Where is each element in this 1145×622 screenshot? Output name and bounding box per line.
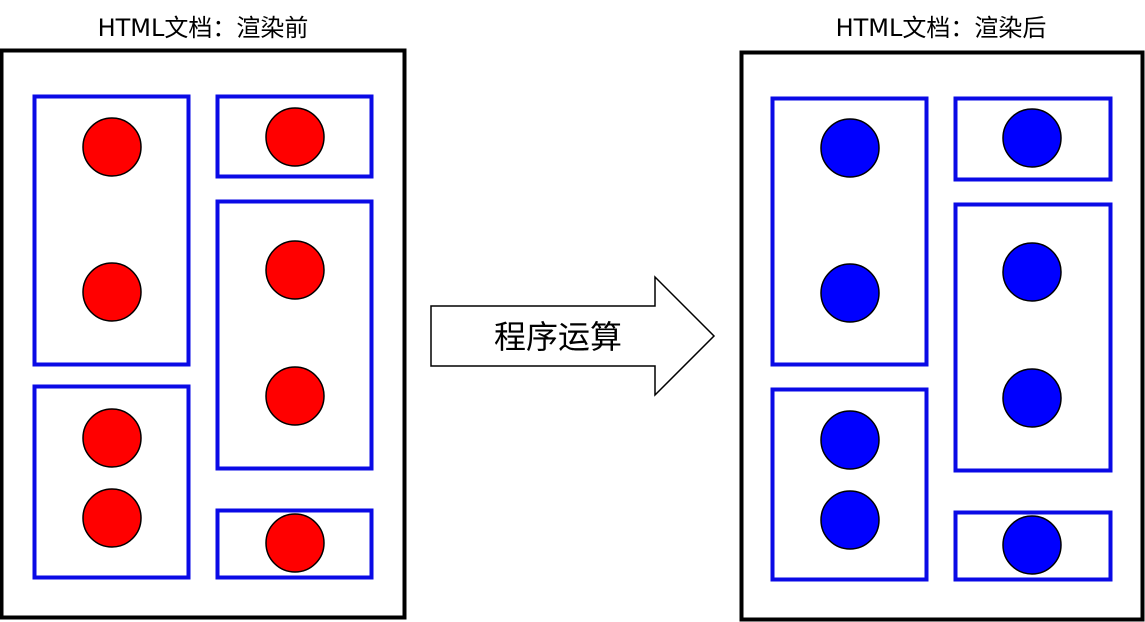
container-before-4 — [32, 384, 191, 580]
circle-before — [265, 240, 325, 300]
container-after-4 — [770, 387, 929, 582]
circle-after — [820, 490, 880, 550]
document-before: HTML文档：渲染前 — [0, 14, 407, 620]
container-before-1 — [32, 94, 191, 367]
circle-before — [265, 513, 325, 573]
container-before-5 — [215, 508, 374, 580]
circle-after — [1002, 242, 1062, 302]
document-after: HTML文档：渲染后 — [739, 14, 1145, 622]
circle-before — [82, 488, 142, 548]
document-before-frame — [0, 48, 407, 620]
process-arrow: 程序运算 — [430, 275, 716, 397]
circle-after — [1002, 515, 1062, 575]
arrow-shape — [430, 275, 716, 397]
circle-before — [265, 366, 325, 426]
circle-after — [820, 263, 880, 323]
circle-after — [1002, 368, 1062, 428]
circle-after — [820, 410, 880, 470]
container-after-3 — [953, 202, 1113, 473]
container-before-2 — [215, 94, 374, 179]
circle-before — [82, 262, 142, 322]
circle-before — [82, 408, 142, 468]
document-after-frame — [739, 50, 1145, 622]
circle-before — [265, 107, 325, 167]
arrow-label: 程序运算 — [494, 318, 622, 356]
document-before-title: HTML文档：渲染前 — [98, 14, 309, 42]
container-after-5 — [953, 510, 1113, 582]
container-after-1 — [770, 96, 929, 367]
circle-after — [1002, 108, 1062, 168]
circle-before — [82, 117, 142, 177]
container-before-3 — [215, 199, 374, 471]
container-after-2 — [953, 96, 1113, 182]
circle-after — [820, 118, 880, 178]
document-after-title: HTML文档：渲染后 — [836, 14, 1047, 42]
